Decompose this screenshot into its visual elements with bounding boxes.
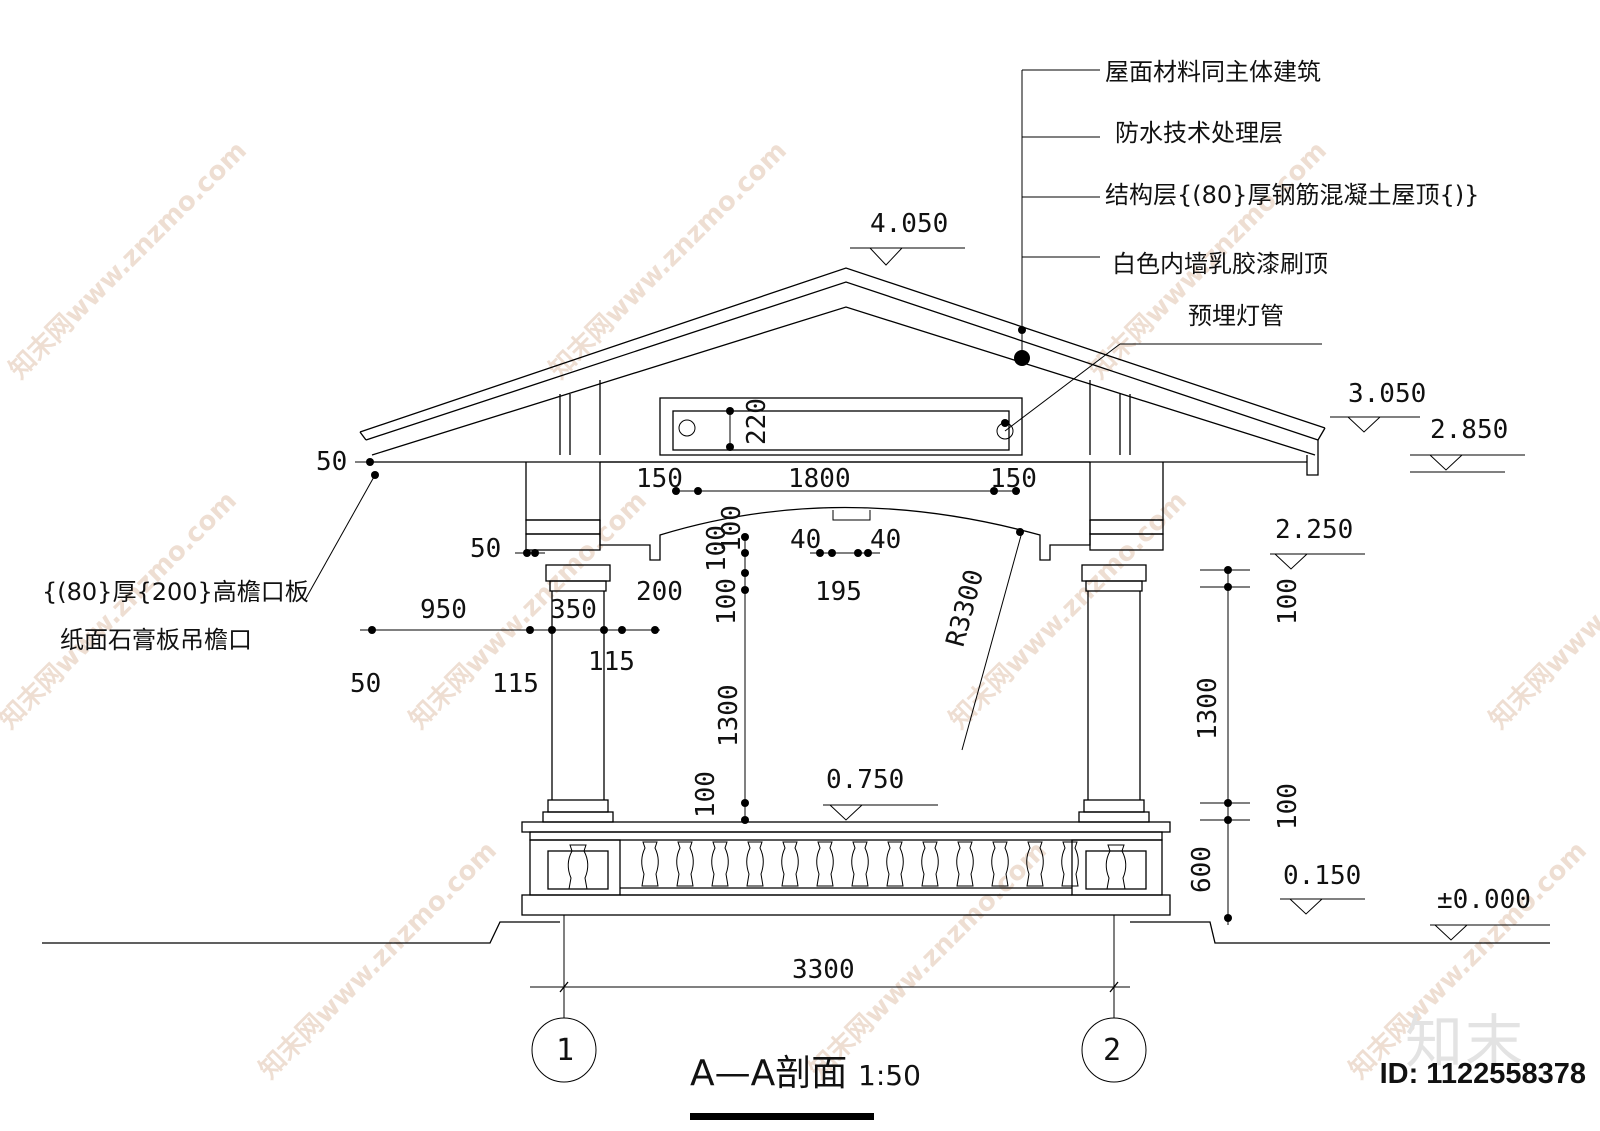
elevation-markers: 4.050 3.050 2.850 2.250 0.750 0.150 ±0.0… [823,209,1550,941]
dim-100-f: 100 [1273,783,1303,830]
dim-100-a: 100 [717,505,747,552]
baluster [1061,841,1079,887]
dim-radius: R3300 [941,566,990,649]
structure-note: 结构层{(80}厚钢筋混凝土屋顶{)} [1105,181,1479,209]
roof-material-note: 屋面材料同主体建筑 [1105,58,1321,86]
dim-3300: 3300 [792,955,855,985]
dim-100-d: 100 [691,771,721,818]
column-right [1078,564,1150,823]
baluster [991,841,1009,887]
elevation-eave-bottom: 2.850 [1430,415,1508,445]
dim-115-right: 115 [588,647,635,677]
dim-195: 195 [815,577,862,607]
dim-350: 350 [550,595,597,625]
dim-200: 200 [636,577,683,607]
elevation-eave-top: 3.050 [1348,379,1426,409]
elevation-ground: ±0.000 [1437,885,1531,915]
dim-220: 220 [742,398,772,445]
baluster [781,841,799,887]
dim-1300-right: 1300 [1193,677,1223,740]
ceiling-paint-note: 白色内墙乳胶漆刷顶 [1112,250,1328,278]
dim-150-left: 150 [636,464,683,494]
dim-50-column: 50 [350,669,381,699]
baluster [886,841,904,887]
svg-text:2: 2 [1103,1033,1121,1068]
waterproof-note: 防水技术处理层 [1115,119,1283,147]
title-underline [690,1113,874,1120]
dim-1300-left: 1300 [714,684,744,747]
baluster [746,841,764,887]
column-left [542,564,614,823]
dim-40-left: 40 [790,525,821,555]
svg-text:1: 1 [556,1033,574,1068]
baluster [1026,841,1044,887]
eave-board-note: {(80}厚{200}高檐口板 [42,578,309,606]
dim-50-eave: 50 [316,447,347,477]
dim-115-left: 115 [492,669,539,699]
id-label: ID: 1122558378 [1379,1058,1586,1090]
axis-bubble-2: 2 [1081,1017,1147,1083]
baluster [567,844,589,890]
annotation-leaders [304,69,1322,751]
gypsum-eave-note: 纸面石膏板吊檐口 [60,626,252,654]
watermark-text: 知末网www.znzmo.com [944,486,1193,735]
elevation-rail-top: 0.750 [826,765,904,795]
dim-40-right: 40 [870,525,901,555]
baluster [851,841,869,887]
baluster [956,841,974,887]
watermark-text: 知末网www.znzmo.com [254,836,503,1085]
dim-600: 600 [1187,846,1217,893]
dim-100-b: 100 [702,525,732,572]
elevation-beam: 2.250 [1275,515,1353,545]
baluster [816,841,834,887]
drawing-scale: 1:50 [858,1059,921,1092]
ground-line [42,921,1550,944]
dim-1800: 1800 [788,464,851,494]
baluster [676,841,694,887]
dim-950: 950 [420,595,467,625]
watermark-text: 知末网www.znzmo.com [4,136,253,385]
baluster [641,841,659,887]
dim-150-right: 150 [990,464,1037,494]
watermark-text: 知末网www.znzmo.com [1484,486,1600,735]
axis-bubble-1: 1 [531,1017,597,1083]
drawing-title: A—A剖面 [690,1053,847,1094]
elevation-floor: 0.150 [1283,861,1361,891]
embedded-light-note: 预埋灯管 [1188,302,1284,330]
baluster [711,841,729,887]
dim-100-e: 100 [1273,578,1303,625]
dimension-lines [355,407,1250,1018]
elevation-ridge: 4.050 [870,209,948,239]
baluster [1105,844,1127,890]
balustrade [521,821,1171,916]
dim-100-c: 100 [712,578,742,625]
baluster [921,841,939,887]
roof [359,267,1326,561]
watermark-text: 知末网www.znzmo.com [544,136,793,385]
watermark-text: 知末网www.znzmo.com [0,486,243,735]
watermark-logo: 知末 [1405,1008,1526,1076]
dim-50-beam: 50 [470,534,501,564]
